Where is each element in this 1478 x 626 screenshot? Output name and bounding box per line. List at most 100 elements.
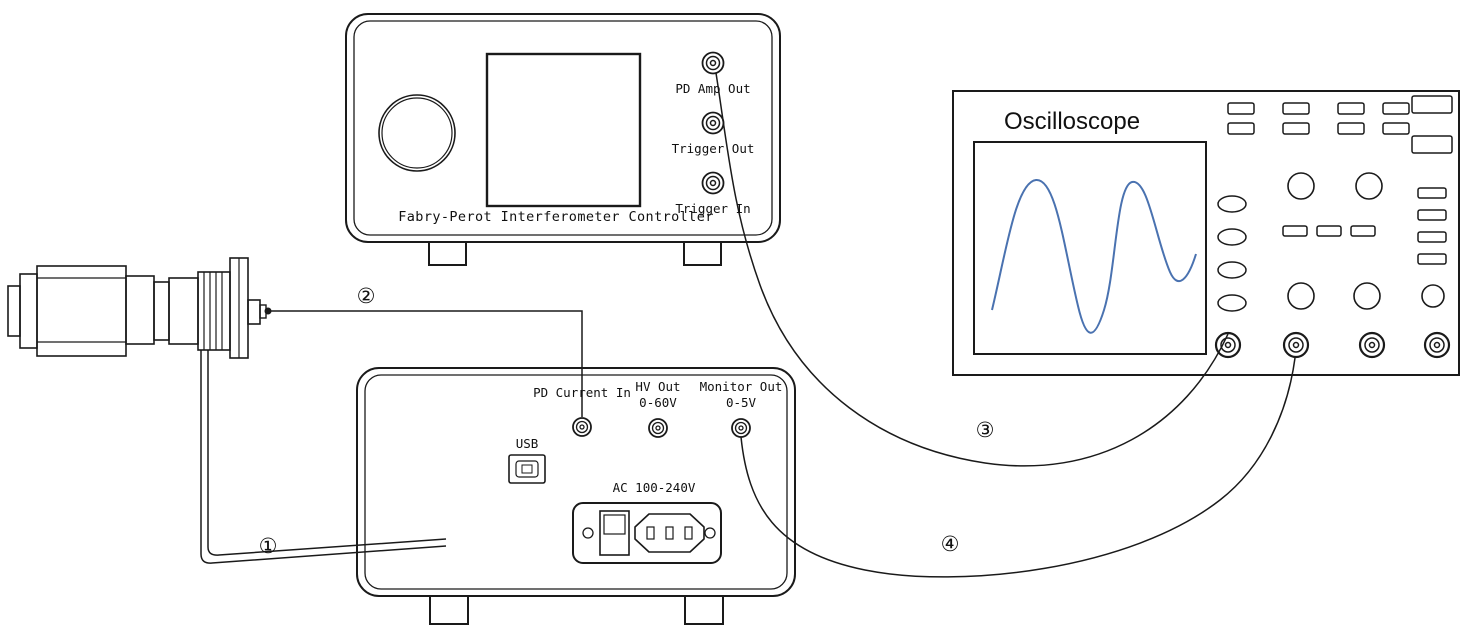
rear-foot-left xyxy=(429,595,469,625)
osc-input-ch4 xyxy=(1423,331,1451,359)
osc-button-large xyxy=(1411,135,1453,154)
power-module-screw xyxy=(582,527,594,539)
monitor-out-label: Monitor Out xyxy=(700,379,783,394)
cable-1-path-a xyxy=(200,350,447,564)
bnc-mid xyxy=(734,421,748,435)
ac-inlet xyxy=(634,513,705,553)
bnc-outer xyxy=(572,417,592,437)
head-endcap xyxy=(7,285,21,337)
ac-rating-label: AC 100-240V xyxy=(613,480,696,495)
bnc-pin xyxy=(655,425,661,431)
hv-out-label: HV Out xyxy=(635,379,680,394)
front-panel-title: Fabry-Perot Interferometer Controller xyxy=(398,209,714,225)
cable-2-path xyxy=(270,310,583,417)
bnc-mid xyxy=(651,421,665,435)
bnc-pin xyxy=(1433,341,1441,349)
bnc-pin xyxy=(709,59,717,67)
head-output-pin xyxy=(264,307,272,315)
osc-input-ch3 xyxy=(1358,331,1386,359)
osc-knob xyxy=(1353,282,1381,310)
interferometer-head xyxy=(7,257,272,359)
ac-inlet-slot xyxy=(684,526,693,540)
osc-knob xyxy=(1287,172,1315,200)
osc-button xyxy=(1417,231,1447,243)
cables: ① ② ③ ④ xyxy=(200,72,1296,578)
bnc-outer xyxy=(648,418,668,438)
ac-inlet-slot xyxy=(646,526,655,540)
bnc-mid xyxy=(705,115,721,131)
osc-mid-buttons xyxy=(1282,225,1376,237)
osc-button xyxy=(1282,102,1310,115)
front-panel-outline xyxy=(345,13,781,243)
bnc-mid xyxy=(1429,337,1445,353)
front-foot-left xyxy=(428,241,467,266)
osc-softkeys xyxy=(1217,195,1247,312)
trigger-out-label: Trigger Out xyxy=(672,141,755,156)
trigger-in-connector xyxy=(701,171,725,195)
osc-button xyxy=(1316,225,1342,237)
bnc-pin xyxy=(709,179,717,187)
head-fins-housing xyxy=(197,271,231,351)
pd-current-in-label: PD Current In xyxy=(533,385,631,400)
cable-1-path-b xyxy=(207,350,447,556)
osc-menu-buttons xyxy=(1227,95,1453,154)
oscilloscope: Oscilloscope xyxy=(952,90,1460,376)
bnc-pin xyxy=(579,424,585,430)
bnc-outer xyxy=(701,51,725,75)
osc-softkey xyxy=(1217,294,1247,312)
bnc-outer xyxy=(1282,331,1310,359)
bnc-outer xyxy=(1358,331,1386,359)
bnc-mid xyxy=(705,55,721,71)
power-module-screw xyxy=(704,527,716,539)
front-foot-right xyxy=(683,241,722,266)
bnc-mid xyxy=(575,420,589,434)
pd-amp-out-connector xyxy=(701,51,725,75)
osc-knob xyxy=(1355,172,1383,200)
rear-foot-right xyxy=(684,595,724,625)
usb-label: USB xyxy=(516,436,539,451)
cable-3-path xyxy=(715,72,1229,467)
cable-2-label: ② xyxy=(357,284,376,308)
oscilloscope-title: Oscilloscope xyxy=(1004,108,1140,135)
hv-out-range-label: 0-60V xyxy=(639,395,677,410)
osc-button xyxy=(1382,122,1410,135)
osc-knob xyxy=(1421,284,1445,308)
power-switch xyxy=(599,510,630,556)
osc-button xyxy=(1282,225,1308,237)
usb-port xyxy=(508,454,546,484)
osc-button xyxy=(1417,187,1447,199)
rear-panel-outline xyxy=(356,367,796,597)
bnc-pin xyxy=(1368,341,1376,349)
osc-button xyxy=(1337,122,1365,135)
trigger-out-connector xyxy=(701,111,725,135)
display-screen xyxy=(485,52,642,208)
front-panel-inner-outline xyxy=(353,20,773,236)
usb-port-inner xyxy=(515,460,539,478)
control-knob xyxy=(378,94,456,172)
head-barrel-2 xyxy=(168,277,199,345)
pd-amp-out-label: PD Amp Out xyxy=(675,81,750,96)
osc-knob xyxy=(1287,282,1315,310)
head-tip xyxy=(247,299,261,325)
bnc-pin xyxy=(738,425,744,431)
head-rear-flange xyxy=(19,273,38,349)
osc-button xyxy=(1282,122,1310,135)
osc-softkey xyxy=(1217,261,1247,279)
bnc-pin xyxy=(1224,341,1232,349)
rear-panel-inner-outline xyxy=(364,374,788,590)
controller-rear-panel: PD Current In HV Out 0-60V Monitor Out 0… xyxy=(356,367,796,625)
cable-4-path xyxy=(740,357,1296,578)
osc-input-ch1 xyxy=(1214,331,1242,359)
oscilloscope-screen xyxy=(973,141,1207,355)
bnc-outer xyxy=(731,418,751,438)
head-collar xyxy=(153,281,170,341)
head-barrel xyxy=(125,275,155,345)
hv-out-connector xyxy=(648,418,668,438)
usb-port-outer xyxy=(508,454,546,484)
bnc-mid xyxy=(1288,337,1304,353)
osc-button xyxy=(1417,253,1447,265)
monitor-out-range-label: 0-5V xyxy=(726,395,757,410)
osc-right-buttons xyxy=(1417,187,1447,265)
